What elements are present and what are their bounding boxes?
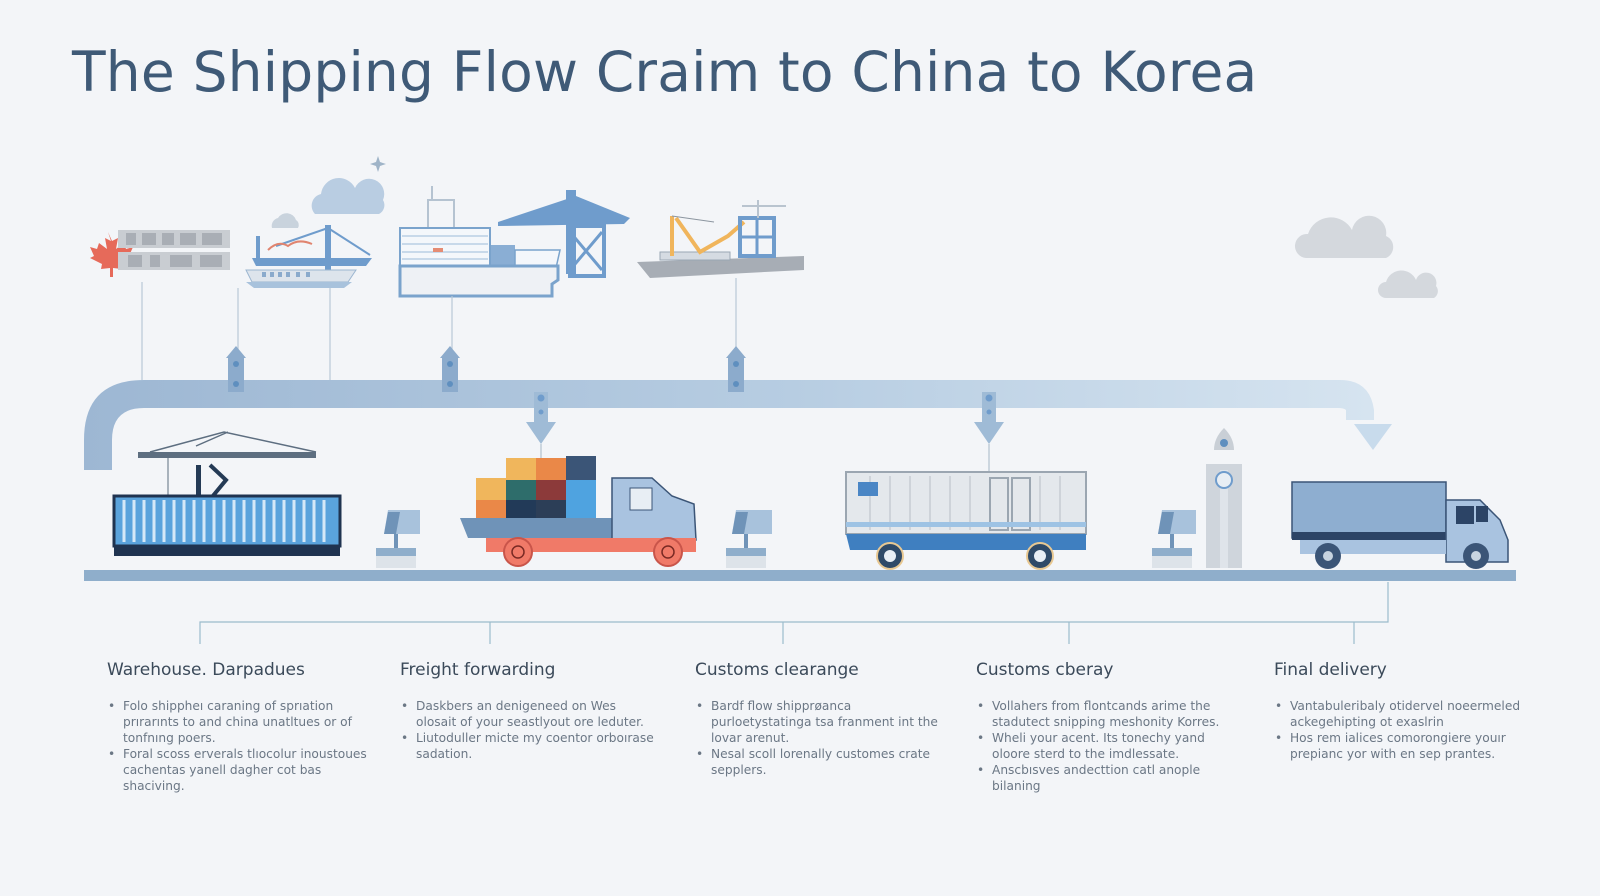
cloud-icon xyxy=(271,178,385,228)
page-title: The Shipping Flow Craim to China to Kore… xyxy=(72,40,1258,104)
bullet-item: Bardf flow shipprøanca purloetystatinga … xyxy=(696,698,955,746)
checkpoint-kiosk-icon-1 xyxy=(376,510,420,568)
container-ribs xyxy=(122,500,326,542)
stage-bullets: Bardf flow shipprøanca purloetystatinga … xyxy=(695,698,955,778)
up-arrow-icon-3 xyxy=(726,346,746,392)
barge-cranes-illustration xyxy=(637,200,804,380)
ground-bar xyxy=(84,570,1516,581)
stage-heading: Customs cberay xyxy=(976,660,1114,680)
container-trailer-illustration xyxy=(845,471,1087,570)
stage-final-delivery: Final delivery Vantabuleribaly otidervel… xyxy=(1274,660,1534,762)
bullet-item: Foral scoss erverals tlıocolur inoustoue… xyxy=(108,746,367,794)
stage-customs-korea: Customs cberay Vollahers from flontcands… xyxy=(976,660,1236,794)
bullet-item: Daskbers an denigeneed on Wes olosait of… xyxy=(401,698,660,730)
up-arrow-icon-2 xyxy=(440,346,460,392)
stage-freight-forwarding: Freight forwarding Daskbers an denigenee… xyxy=(400,660,660,762)
ferry-ship-illustration xyxy=(237,225,372,380)
upload-arrow-icons xyxy=(226,346,746,392)
cargo-ship-crane-illustration xyxy=(398,186,630,380)
down-arrow-icon-1 xyxy=(526,392,556,458)
flatbed-truck-illustration xyxy=(460,456,697,567)
stage-bullets: Daskbers an denigeneed on Wes olosait of… xyxy=(400,698,660,762)
checkpoint-kiosk-icon-3 xyxy=(1152,510,1196,568)
bullet-item: Vollahers from flontcands arime the stad… xyxy=(977,698,1236,730)
stage-bullets: Folo shippheı caraning of sprıation prır… xyxy=(107,698,367,794)
bullet-item: Liutoduller micte my coentor orboırase s… xyxy=(401,730,660,762)
bullet-item: Folo shippheı caraning of sprıation prır… xyxy=(108,698,367,746)
stage-connector-lines xyxy=(199,582,1389,644)
box-truck-illustration xyxy=(1291,481,1509,569)
down-arrow-icons xyxy=(526,392,1004,476)
bullet-item: Vantabuleribaly otidervel noeermeled ack… xyxy=(1275,698,1534,730)
down-arrow-icon-2 xyxy=(974,392,1004,476)
bullet-item: Anscbısves andecttion catl anople bilani… xyxy=(977,762,1236,794)
stage-customs-clearance: Customs clearange Bardf flow shipprøanca… xyxy=(695,660,955,778)
maple-leaf-icon xyxy=(90,232,133,277)
flow-arrow-band xyxy=(84,380,1392,470)
stage-warehouse: Warehouse. Darpadues Folo shippheı caran… xyxy=(107,660,367,794)
bullet-item: Hos rem ialices comorongiere youır prepi… xyxy=(1275,730,1534,762)
final-arrow-head xyxy=(1354,424,1392,450)
stage-bullets: Vantabuleribaly otidervel noeermeled ack… xyxy=(1274,698,1534,762)
stage-heading: Freight forwarding xyxy=(400,660,556,680)
checkpoint-kiosk-icon-2 xyxy=(726,510,772,568)
stage-bullets: Vollahers from flontcands arime the stad… xyxy=(976,698,1236,794)
clouds-right-icon xyxy=(1294,215,1438,298)
up-arrow-icon-1 xyxy=(226,346,246,392)
stage-heading: Final delivery xyxy=(1274,660,1387,680)
stage-heading: Customs clearange xyxy=(695,660,859,680)
stage-heading: Warehouse. Darpadues xyxy=(107,660,305,680)
container-crane-illustration xyxy=(112,431,342,556)
sparkle-icon xyxy=(370,156,386,172)
customs-tower-illustration xyxy=(1206,428,1242,568)
canada-sign-illustration xyxy=(90,230,230,380)
bullet-item: Wheli your acent. Its tonechy yand oloor… xyxy=(977,730,1236,762)
bullet-item: Nesal scoll lorenally customes crate sep… xyxy=(696,746,955,778)
